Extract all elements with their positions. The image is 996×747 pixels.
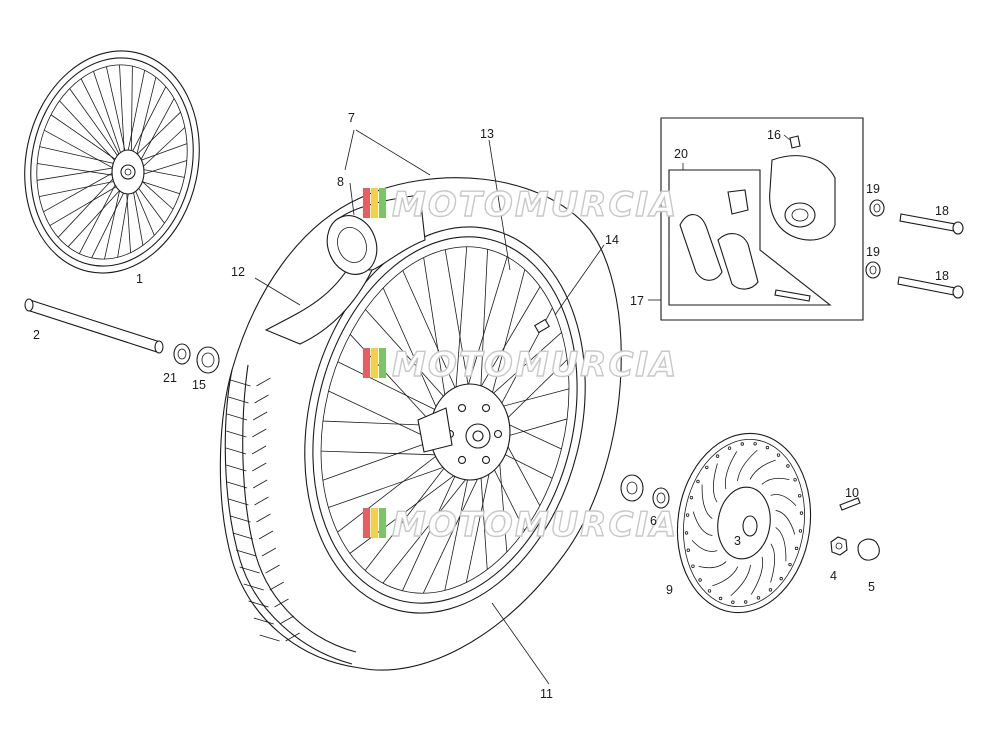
brake-disc-illustration — [676, 432, 812, 614]
part-label-20: 20 — [674, 147, 688, 161]
leader-lines — [254, 129, 791, 685]
part-label-21: 21 — [163, 371, 177, 385]
part-label-7: 7 — [348, 111, 355, 125]
spacer-bearing-illustration — [173, 343, 220, 374]
part-label-15: 15 — [192, 378, 206, 392]
part-label-4: 4 — [830, 569, 837, 583]
part-label-6: 6 — [650, 514, 657, 528]
part-label-9: 9 — [666, 583, 673, 597]
part-label-10: 10 — [845, 486, 859, 500]
watermark-bottom: MOTOMURCIA — [363, 504, 678, 546]
small-wheel-illustration — [24, 50, 200, 274]
watermark-top: MOTOMURCIA — [363, 184, 678, 226]
tire-and-rim-illustration — [219, 177, 622, 671]
part-label-19-lower: 19 — [866, 245, 880, 259]
part-labels: 1 2 3 4 5 6 7 8 9 10 11 12 13 14 15 16 1… — [33, 111, 949, 701]
part-label-1: 1 — [136, 272, 143, 286]
part-label-12: 12 — [231, 265, 245, 279]
watermark-text-middle: MOTOMURCIA — [392, 345, 678, 385]
part-label-3: 3 — [734, 534, 741, 548]
part-label-17: 17 — [630, 294, 644, 308]
part-label-18-lower: 18 — [935, 269, 949, 283]
part-label-5: 5 — [868, 580, 875, 594]
part-label-18-upper: 18 — [935, 204, 949, 218]
watermark-text-bottom: MOTOMURCIA — [392, 505, 678, 545]
bolt-nut-cap-illustration — [830, 497, 880, 561]
part-label-11: 11 — [540, 687, 553, 701]
part-label-2: 2 — [33, 328, 40, 342]
part-label-14: 14 — [605, 233, 619, 247]
part-label-8: 8 — [337, 175, 344, 189]
watermark-text-top: MOTOMURCIA — [392, 185, 678, 225]
watermark-middle: MOTOMURCIA — [363, 344, 678, 386]
part-label-16: 16 — [767, 128, 781, 142]
caliper-assembly-illustration — [660, 117, 864, 321]
caliper-bolts-illustration — [865, 199, 964, 299]
part-label-19-upper: 19 — [866, 182, 880, 196]
axle-illustration — [24, 298, 164, 354]
part-label-13: 13 — [480, 127, 494, 141]
right-bearing-illustration — [620, 474, 670, 509]
